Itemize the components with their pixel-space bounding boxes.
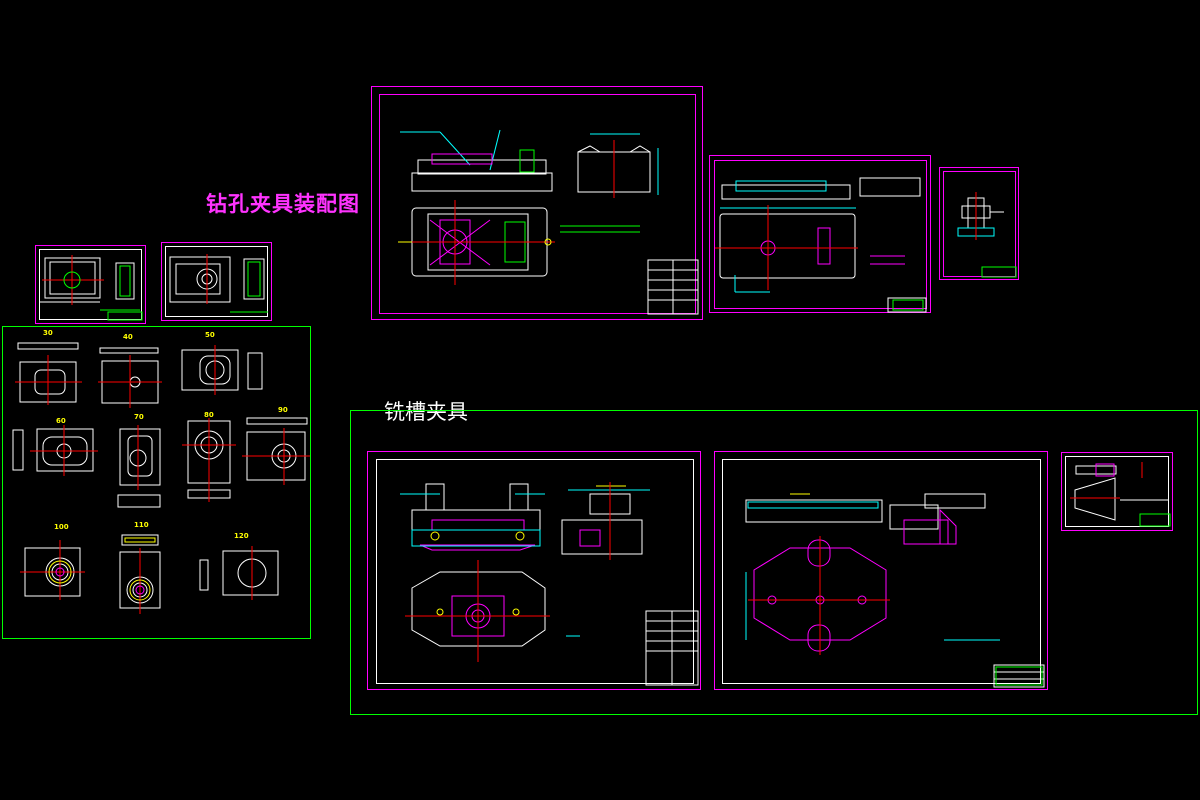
drill-assembly-sheet[interactable] bbox=[371, 86, 703, 320]
sheet-number: 40 bbox=[123, 333, 133, 341]
slot-part-sheet[interactable] bbox=[1061, 452, 1173, 531]
sheet-number: 50 bbox=[205, 331, 215, 339]
sheet-number: 70 bbox=[134, 413, 144, 421]
sheet-number: 120 bbox=[234, 532, 249, 540]
slot-fixture-heading: 铣槽夹具 bbox=[384, 400, 468, 424]
sheet-number: 80 bbox=[204, 411, 214, 419]
sheet-number: 100 bbox=[54, 523, 69, 531]
slot-assembly-sheet[interactable] bbox=[367, 451, 701, 690]
drill-fixture-heading: 钻孔夹具装配图 bbox=[206, 191, 360, 216]
slot-base-sheet[interactable] bbox=[714, 451, 1048, 690]
slot-fixture-group[interactable] bbox=[350, 410, 1198, 715]
sheet-number: 110 bbox=[134, 521, 149, 529]
drill-sheet-small-1[interactable] bbox=[35, 245, 146, 324]
drill-part-sheet-a[interactable] bbox=[709, 155, 931, 313]
sheet-number: 30 bbox=[43, 329, 53, 337]
sheet-number: 90 bbox=[278, 406, 288, 414]
sheet-number: 60 bbox=[56, 417, 66, 425]
drill-part-sheet-b[interactable] bbox=[939, 167, 1019, 280]
part-sheets-group[interactable] bbox=[2, 326, 311, 639]
drill-sheet-small-2[interactable] bbox=[161, 242, 272, 321]
